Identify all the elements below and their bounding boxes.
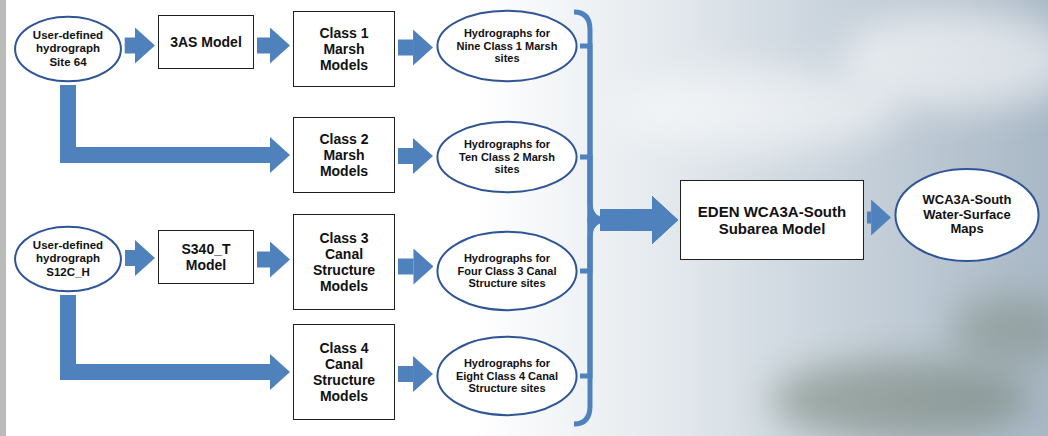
node-text: User-defined hydrograph S12C_H (29, 239, 107, 279)
ellipse-shape (895, 169, 1038, 261)
model-box: Class 3 Canal Structure Models (293, 214, 395, 310)
node-label: S340_T Model (166, 241, 246, 273)
node-text: Class 4 Canal Structure Models (301, 340, 387, 404)
node-label: Class 2 Marsh Models (301, 131, 387, 179)
ellipse-shape (437, 337, 576, 415)
ellipse-shape (437, 232, 576, 310)
flow-arrow (580, 46, 652, 220)
node-label: Hydrographs for Four Class 3 Canal Struc… (456, 252, 558, 290)
node-label: EDEN WCA3A-South Subarea Model (688, 203, 856, 238)
node-text: Class 3 Canal Structure Models (301, 230, 387, 294)
hydrograph-ellipse: User-defined hydrograph S12C_H (14, 226, 122, 292)
node-label: Class 3 Canal Structure Models (301, 230, 387, 294)
node-label: User-defined hydrograph S12C_H (29, 239, 107, 279)
flow-arrow (125, 38, 135, 54)
node-label: Class 1 Marsh Models (301, 25, 387, 73)
hydrograph-ellipse: User-defined hydrograph Site 64 (14, 16, 122, 82)
flow-arrow (398, 148, 413, 164)
node-text: S340_T Model (166, 241, 246, 273)
ellipse-shape (15, 17, 121, 82)
flow-arrow (68, 85, 270, 155)
flow-arrow (398, 366, 413, 382)
hydrograph-ellipse: WCA3A-South Water-Surface Maps (894, 168, 1040, 262)
model-box: 3AS Model (158, 15, 254, 69)
cloud-blob (620, 70, 900, 150)
flow-arrow (867, 212, 871, 224)
flow-arrow (398, 40, 413, 56)
node-text: Hydrographs for Nine Class 1 Marsh sites (456, 27, 558, 65)
hydrograph-ellipse: Hydrographs for Four Class 3 Canal Struc… (436, 231, 578, 311)
flow-arrow (257, 252, 270, 268)
ellipse-shape (15, 227, 121, 292)
flow-arrow (257, 38, 270, 54)
node-label: User-defined hydrograph Site 64 (29, 29, 107, 69)
model-box: EDEN WCA3A-South Subarea Model (680, 180, 864, 260)
hydrograph-ellipse: Hydrographs for Eight Class 4 Canal Stru… (436, 336, 578, 416)
flow-arrow (398, 259, 413, 275)
node-label: 3AS Model (166, 34, 246, 50)
node-text: Class 2 Marsh Models (301, 131, 387, 179)
flow-arrow (580, 157, 652, 220)
node-text: Class 1 Marsh Models (301, 25, 387, 73)
node-label: Hydrographs for Ten Class 2 Marsh sites (456, 138, 558, 176)
node-text: Hydrographs for Eight Class 4 Canal Stru… (456, 357, 558, 395)
photo-edge (0, 0, 6, 436)
ellipse-shape (437, 11, 576, 82)
model-box: Class 1 Marsh Models (293, 11, 395, 87)
node-label: WCA3A-South Water-Surface Maps (914, 193, 1019, 238)
model-box: S340_T Model (158, 230, 254, 284)
node-text: Hydrographs for Ten Class 2 Marsh sites (456, 138, 558, 176)
node-text: User-defined hydrograph Site 64 (29, 29, 107, 69)
hydrograph-ellipse: Hydrographs for Ten Class 2 Marsh sites (436, 121, 578, 193)
node-label: Hydrographs for Eight Class 4 Canal Stru… (456, 357, 558, 395)
node-text: 3AS Model (166, 34, 246, 50)
node-text: WCA3A-South Water-Surface Maps (914, 193, 1019, 238)
node-text: Hydrographs for Four Class 3 Canal Struc… (456, 252, 558, 290)
hydrograph-ellipse: Hydrographs for Nine Class 1 Marsh sites (436, 10, 578, 82)
ellipse-shape (437, 122, 576, 193)
model-box: Class 4 Canal Structure Models (293, 324, 395, 420)
node-label: Hydrographs for Nine Class 1 Marsh sites (456, 27, 558, 65)
land-blob (770, 360, 1030, 436)
flow-arrow (68, 295, 270, 372)
node-text: EDEN WCA3A-South Subarea Model (688, 203, 856, 238)
flow-arrow (125, 250, 135, 266)
land-blob (950, 295, 1048, 365)
model-box: Class 2 Marsh Models (293, 117, 395, 193)
flow-arrow (580, 220, 652, 376)
node-label: Class 4 Canal Structure Models (301, 340, 387, 404)
